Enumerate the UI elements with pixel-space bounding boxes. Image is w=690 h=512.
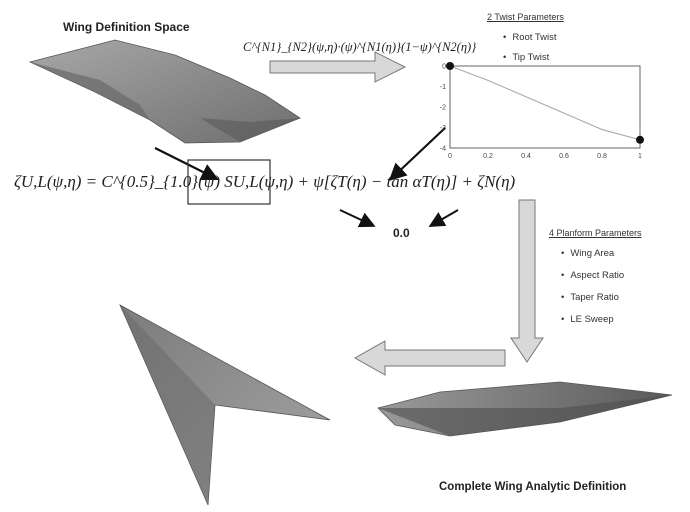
root-twist-point xyxy=(446,62,454,70)
arrow-to-twist xyxy=(269,51,407,83)
zero-label: 0.0 xyxy=(393,226,410,240)
wing-complete xyxy=(377,381,673,437)
y-tick-label: -3 xyxy=(440,125,446,132)
x-tick-label: 0.4 xyxy=(521,153,531,160)
x-tick-label: 0.2 xyxy=(483,153,493,160)
arrow-wing-to-S xyxy=(154,147,219,180)
y-tick-label: -4 xyxy=(440,146,446,153)
twist-line xyxy=(449,65,641,141)
wing-planform xyxy=(119,304,331,506)
arrow-to-zero-right xyxy=(428,209,459,227)
bottom-caption: Complete Wing Analytic Definition xyxy=(439,481,627,493)
arrow-to-zero-left xyxy=(339,209,376,228)
planform-item-area: Wing Area xyxy=(561,248,614,259)
arrow-twist-to-eq xyxy=(388,127,446,182)
equation-top: C^{N1}_{N2}(ψ,η)·(ψ)^{N1(η)}(1−ψ)^{N2(η)… xyxy=(243,40,477,54)
equation-main: ζU,L(ψ,η) = C^{0.5}_{1.0}(ψ) SU,L(ψ,η) +… xyxy=(14,172,516,191)
arrow-down-to-wing xyxy=(510,199,544,363)
twist-item-root: Root Twist xyxy=(503,32,556,43)
x-tick-label: 1 xyxy=(638,153,642,160)
arrow-left-to-planform xyxy=(353,340,506,376)
chart-frame xyxy=(449,65,641,149)
wing-surface-top xyxy=(28,39,301,144)
shape-function-box xyxy=(187,159,271,205)
x-tick-label: 0 xyxy=(448,153,452,160)
twist-heading: 2 Twist Parameters xyxy=(487,12,564,22)
planform-heading: 4 Planform Parameters xyxy=(549,228,642,238)
y-tick-label: 0 xyxy=(442,64,446,71)
twist-item-tip: Tip Twist xyxy=(503,52,549,63)
twist-chart: 0 0.2 0.4 0.6 0.8 1 0 -1 -2 -3 -4 xyxy=(440,62,644,160)
tip-twist-point xyxy=(636,135,644,144)
y-tick-label: -2 xyxy=(440,105,446,112)
planform-item-aspect: Aspect Ratio xyxy=(561,270,624,281)
x-tick-label: 0.8 xyxy=(597,153,607,160)
planform-item-taper: Taper Ratio xyxy=(561,292,619,303)
diagram-title-left: Wing Definition Space xyxy=(63,20,190,34)
x-tick-label: 0.6 xyxy=(559,153,569,160)
planform-item-sweep: LE Sweep xyxy=(561,314,613,325)
y-tick-label: -1 xyxy=(440,84,446,91)
